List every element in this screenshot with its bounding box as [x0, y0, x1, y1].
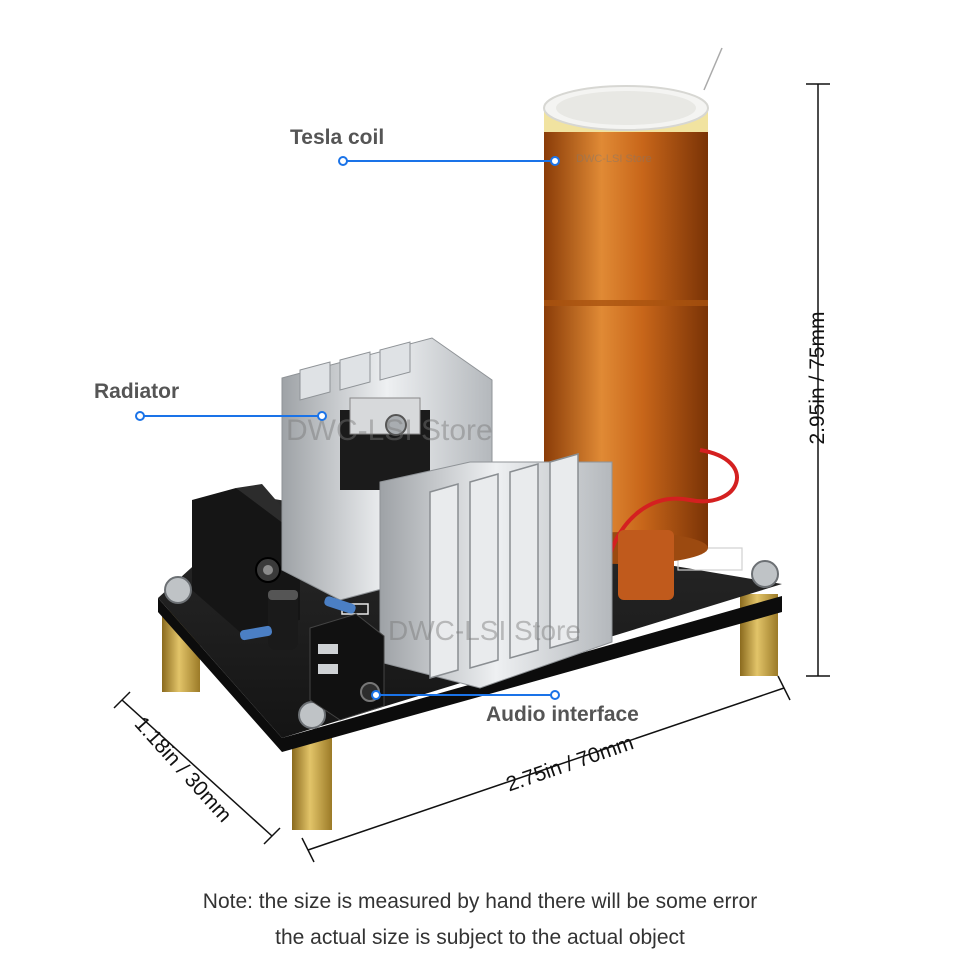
- note-line-2: the actual size is subject to the actual…: [275, 926, 685, 949]
- screw-front: [298, 701, 326, 729]
- callout-dot-tesla-coil-start: [338, 156, 348, 166]
- small-components: [240, 590, 356, 650]
- dimension-lines: [113, 83, 830, 863]
- red-wire: [606, 448, 739, 561]
- dim-width-label: 1.18in / 30mm: [130, 713, 236, 827]
- audio-jack: [309, 613, 385, 721]
- watermark-middle: DWC-LSI Store: [286, 414, 493, 447]
- callout-dot-radiator-end: [317, 411, 327, 421]
- watermark-top: DWC-LSI Store: [576, 153, 652, 165]
- front-radiator: [379, 453, 613, 689]
- callout-dot-audio-start: [371, 690, 381, 700]
- note-line-1: Note: the size is measured by hand there…: [202, 890, 758, 913]
- screw-left: [164, 576, 192, 604]
- dim-height-label: 2.95in / 75mm: [806, 311, 829, 444]
- dim-width-line: [121, 699, 273, 837]
- callout-dot-audio-end: [550, 690, 560, 700]
- callout-tesla-coil: Tesla coil: [290, 126, 385, 149]
- callout-dot-radiator-start: [135, 411, 145, 421]
- screw-right: [751, 560, 779, 588]
- callout-audio-interface: Audio interface: [486, 703, 639, 726]
- standoff-front: [292, 738, 332, 830]
- callout-lines: [135, 156, 560, 700]
- callout-radiator: Radiator: [94, 380, 180, 403]
- dim-length-line: [307, 687, 785, 851]
- capacitor: [618, 530, 674, 600]
- watermark-bottom: DWC-LSI Store: [388, 615, 581, 646]
- callout-dot-tesla-coil-end: [550, 156, 560, 166]
- dim-length-label: 2.75in / 70mm: [503, 731, 636, 796]
